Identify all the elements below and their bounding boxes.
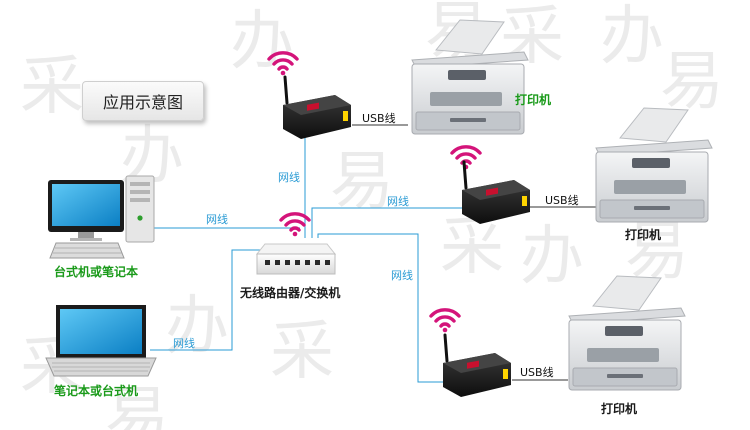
cable-router-server-3 (317, 233, 455, 383)
print-server-icon (443, 333, 511, 397)
network-cables (150, 124, 470, 383)
usb-cable-label: USB线 (545, 194, 579, 207)
router-label: 无线路由器/交换机 (240, 286, 341, 300)
printer-icon (568, 275, 686, 391)
wifi-icon (450, 145, 482, 170)
laptop-label: 笔记本或台式机 (54, 384, 139, 398)
network-cable-label: 网线 (206, 213, 228, 226)
printer-label: 打印机 (601, 402, 638, 416)
printer-icon (411, 19, 529, 135)
usb-cables (352, 124, 596, 381)
print-server-icon (462, 160, 530, 224)
network-cable-label: 网线 (173, 337, 195, 350)
wifi-icon (429, 308, 461, 333)
desktop-label: 台式机或笔记本 (54, 265, 139, 279)
wifi-icon (279, 212, 311, 237)
laptop-computer-icon (45, 305, 157, 377)
wifi-icon (267, 51, 299, 76)
router-icon (255, 243, 337, 275)
diagram-title: 应用示意图 (82, 81, 204, 121)
printer-label: 打印机 (625, 228, 662, 242)
print-server-icon (283, 75, 351, 139)
cable-laptop-router (150, 249, 265, 351)
network-cable-label: 网线 (387, 195, 409, 208)
printer-label: 打印机 (515, 93, 552, 107)
network-cable-label: 网线 (391, 269, 413, 282)
network-cable-label: 网线 (278, 171, 300, 184)
usb-cable-label: USB线 (520, 366, 554, 379)
cable-router-server-2 (311, 207, 470, 238)
desktop-computer-icon (48, 175, 155, 259)
usb-cable-label: USB线 (362, 112, 396, 125)
printer-icon (595, 107, 713, 223)
